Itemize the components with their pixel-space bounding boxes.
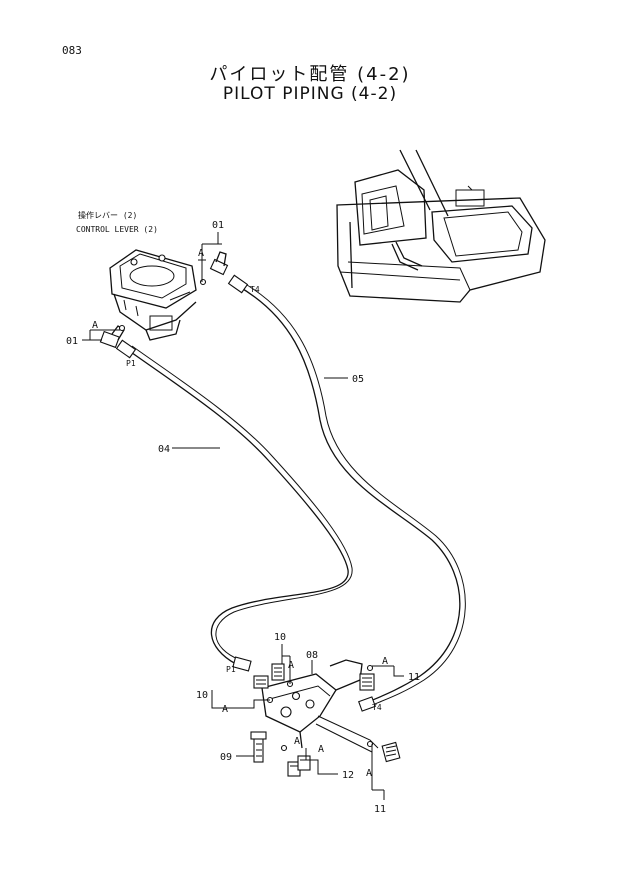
port-p1-upper: P1 [126, 359, 136, 368]
callout-05: 05 [352, 374, 364, 385]
elbow-fitting-01-upper [199, 251, 229, 286]
junction-block-08 [261, 659, 379, 753]
control-lever-label-en: CONTROL LEVER (2) [76, 225, 158, 234]
detail-mark-a1: A [198, 248, 204, 259]
hose-05-outline [241, 281, 466, 707]
page-number: 083 [62, 44, 82, 57]
leader-lines [82, 232, 404, 800]
detail-mark-a4: A [222, 704, 228, 715]
callout-08: 08 [306, 650, 318, 661]
detail-mark-a5: A [318, 744, 324, 755]
detail-mark-a7: A [382, 656, 388, 667]
callout-01-lower: 01 [66, 336, 78, 347]
detail-mark-a3: A [288, 660, 294, 671]
page-title-english: PILOT PIPING (4-2) [222, 84, 398, 104]
detail-mark-a8: A [366, 768, 372, 779]
callout-01-upper: 01 [212, 220, 224, 231]
control-lever-assembly [109, 249, 197, 341]
machine-overview-illustration [336, 149, 546, 303]
hose-04 [127, 349, 349, 665]
callout-10-upper: 10 [274, 632, 286, 643]
fittings-small-parts [250, 663, 401, 777]
hose-end-fittings [115, 274, 376, 712]
callout-10-left: 10 [196, 690, 208, 701]
port-t4-upper: T4 [250, 285, 260, 294]
hose-04-outline [131, 345, 353, 661]
detail-mark-a2: A [92, 320, 98, 331]
callout-04: 04 [158, 444, 170, 455]
callout-12: 12 [342, 770, 354, 781]
hose-05 [237, 285, 461, 703]
control-lever-label-jp: 操作レバー (2) [78, 210, 137, 220]
detail-mark-a6: A [294, 736, 300, 747]
port-t4-lower: T4 [372, 703, 382, 712]
callout-11-bottom: 11 [374, 804, 386, 815]
callout-09: 09 [220, 752, 232, 763]
page-title-japanese: パイロット配管 (4-2) [209, 64, 411, 85]
callout-11-right: 11 [408, 672, 420, 683]
port-p1-lower: P1 [226, 665, 236, 674]
